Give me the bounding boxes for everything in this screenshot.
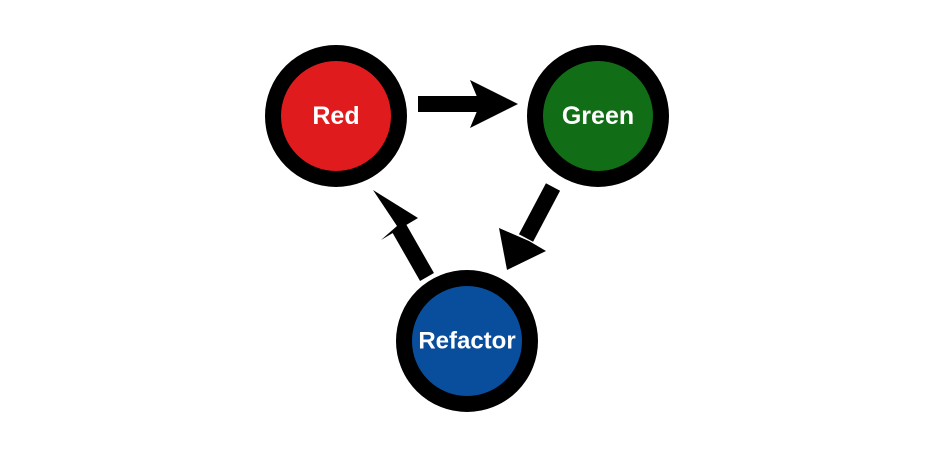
node-green-circle: [527, 45, 669, 187]
node-red-circle: [265, 45, 407, 187]
arrow-red-to-green: [418, 80, 518, 128]
node-red: Red: [265, 45, 407, 187]
node-refactor-circle: [396, 270, 538, 412]
node-red-label: Red: [312, 102, 359, 130]
arrow-green-to-refactor: [499, 183, 561, 270]
node-green: Green: [527, 45, 669, 187]
node-refactor: Refactor: [396, 270, 538, 412]
node-green-label: Green: [562, 102, 634, 130]
node-refactor-label: Refactor: [418, 328, 515, 355]
arrow-refactor-to-red: [373, 190, 434, 281]
